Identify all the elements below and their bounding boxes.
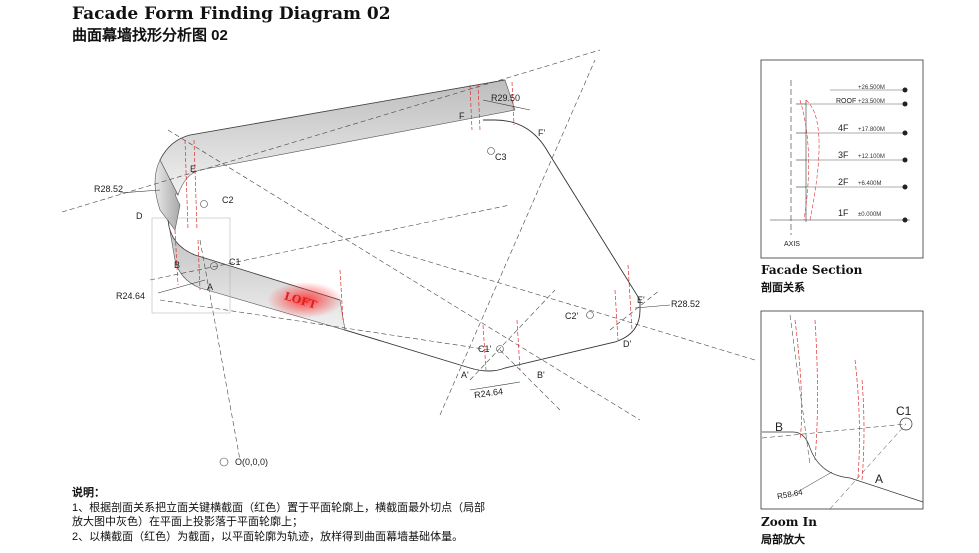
center-markers [151, 147, 594, 467]
facade-upper-top-edge [159, 79, 506, 161]
c2-marker [200, 200, 208, 208]
level-elev-2: +17.800M [858, 127, 885, 133]
notes-heading: 说明： [72, 487, 105, 499]
radius-r4: R28.52 [671, 299, 700, 309]
section-title-cn: 剖面关系 [761, 282, 805, 294]
section-drawing [770, 80, 910, 235]
radius-r1: R28.52 [94, 184, 123, 194]
level-floor-5: 1F [838, 208, 849, 218]
zoom-drawing [761, 314, 924, 510]
red-sections [174, 81, 633, 371]
label-origin: O(0,0,0) [235, 457, 268, 467]
radius-r5: R24.64 [473, 386, 503, 400]
label-ap: A' [461, 370, 469, 380]
label-dp: D' [623, 339, 631, 349]
label-c1p: C1' [478, 344, 492, 354]
level-elev-3: +12.100M [858, 154, 885, 160]
notes-line-1: 1、根据剖面关系把立面关键横截面（红色）置于平面轮廓上，横截面最外切点（局部 [72, 501, 486, 514]
level-elev-5: ±0.000M [858, 212, 881, 218]
label-fp: F' [538, 128, 545, 138]
notes-line-3: 2、以横截面（红色）为截面，以平面轮廓为轨迹，放样得到曲面幕墙基础体量。 [72, 530, 464, 543]
notes-line-2: 放大图中灰色）在平面上投影落于平面轮廓上； [72, 516, 303, 528]
label-e: E [190, 164, 196, 174]
construction-lines [61, 49, 756, 461]
zoom-label-c1: C1 [896, 404, 912, 418]
zoom-title-cn: 局部放大 [761, 534, 805, 546]
c3-marker [487, 147, 495, 155]
origin-marker [219, 457, 229, 467]
label-ep: E' [637, 295, 645, 305]
label-c1: C1 [229, 257, 241, 267]
c2p-marker [586, 311, 594, 319]
zoom-title-en: Zoom In [761, 515, 817, 529]
c1p-marker [496, 345, 504, 353]
level-floor-1: ROOF [836, 98, 856, 105]
facade-upper [159, 79, 516, 196]
label-b: B [174, 260, 180, 270]
axis-label: AXIS [784, 241, 800, 248]
radius-r3: R29.50 [491, 93, 520, 103]
level-elev-4: +6.400M [858, 181, 882, 187]
level-floor-2: 4F [838, 123, 849, 133]
level-floor-4: 2F [838, 177, 849, 187]
label-a: A [207, 282, 213, 292]
title-cn: 曲面幕墙找形分析图 02 [72, 27, 228, 44]
label-c2p: C2' [565, 311, 579, 321]
label-bp: B' [537, 370, 545, 380]
facade-lower-top-edge [167, 219, 341, 301]
zoom-frame [151, 217, 231, 314]
facade-corner-left [154, 159, 181, 231]
level-elev-1: +23.500M [858, 99, 885, 105]
notes: 说明： 1、根据剖面关系把立面关键横截面（红色）置于平面轮廓上，横截面最外切点（… [72, 486, 542, 544]
label-d: D [136, 211, 143, 221]
title-en: Facade Form Finding Diagram 02 [72, 4, 391, 24]
zoom-label-b: B [775, 420, 783, 434]
label-c3: C3 [495, 152, 507, 162]
c1-marker [210, 262, 218, 270]
level-markers [902, 87, 908, 223]
section-title-en: Facade Section [761, 263, 863, 277]
sign-glow [267, 282, 343, 318]
radius-r2: R24.64 [116, 291, 145, 301]
section-panel-frame [760, 59, 924, 259]
level-elev-0: +26.500M [858, 85, 885, 91]
label-f: F [459, 111, 465, 121]
plan-outline [196, 119, 641, 372]
radius-leaders [119, 99, 671, 391]
level-floor-3: 3F [838, 150, 849, 160]
zoom-label-a: A [875, 472, 883, 486]
label-c2: C2 [222, 195, 234, 205]
zoom-panel-frame [760, 310, 924, 510]
